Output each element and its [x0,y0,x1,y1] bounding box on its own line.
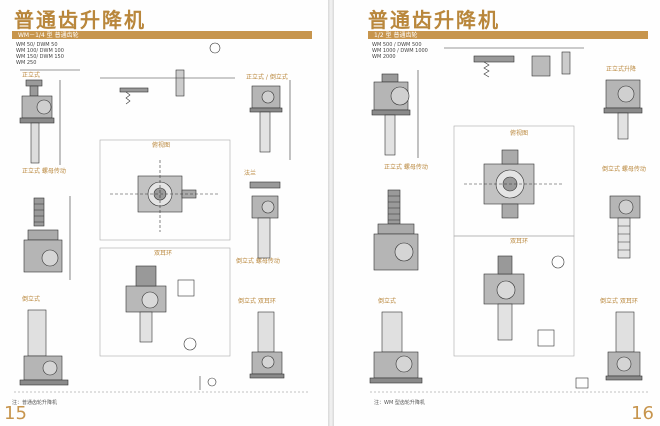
right-jack-inverted [369,311,423,384]
right-jack-inverted-nut [609,195,641,259]
left-label-vertical: 正立式 [22,72,41,79]
left-gearbox-top-view [110,160,220,232]
right-label-vertical: 正立式升降 [606,66,637,73]
left-page-title: 普通齿升降机 [14,8,146,32]
right-footnote: 注：WM 型齿轮升降机 [374,400,425,406]
page-gutter [328,0,334,426]
right-label-inverted-double: 倒立式 双耳环 [600,298,638,305]
right-label-clevis: 双耳环 [510,238,529,245]
left-jack-right-upright [249,80,291,160]
right-label-top-view: 俯视图 [510,130,529,137]
right-jack-right-upright [603,79,643,140]
right-model-1: WM 500 / DWM 500 [372,42,422,48]
left-section-bar: WM－1/4 型 普通齿轮 [12,31,312,39]
left-footnote: 注：普通齿轮升降机 [12,400,58,406]
right-jack-upright [371,70,419,158]
left-model-3: WM 150/ DWM 150 [16,54,64,60]
right-jack-clevis [483,255,565,347]
right-technical-drawings [369,47,650,393]
left-label-vertical-nut: 正立式 螺母传动 [22,168,66,175]
left-jack-flange [249,181,281,259]
right-label-inverted-nut: 倒立式 螺母传动 [602,166,646,173]
right-label-inverted: 倒立式 [378,298,397,305]
left-label-side-view: 俯视图 [152,142,171,149]
left-label-double-clevis: 双耳环 [154,250,173,257]
left-label-inverted-double: 倒立式 双耳环 [238,298,276,305]
left-jack-inverted [19,309,69,386]
left-screw-detail [100,42,235,105]
right-screw-detail [444,47,584,78]
left-jack-upright [19,69,80,165]
right-page-number: 16 [631,403,654,424]
right-model-2: WM 1000 / DWM 1000 [372,48,428,54]
left-label-front-view: 正立式 / 倒立式 [246,74,288,81]
left-model-1: WM 50/ DWM 50 [16,42,58,48]
left-technical-drawings [14,42,310,393]
right-page-title: 普通齿升降机 [368,8,500,32]
left-jack-nut-drive [23,196,71,280]
right-gearbox-top-view [464,149,564,219]
right-page: 普通齿升降机 1/2 型 普通齿轮 WM 500 / DWM 500 WM 10… [334,0,660,426]
left-label-inverted-nut: 倒立式 螺母传动 [236,258,280,265]
left-jack-inverted-double [249,311,285,379]
left-label-flange: 法兰 [244,170,257,177]
right-section-bar: 1/2 型 普通齿轮 [368,31,648,39]
left-model-2: WM 100/ DWM 100 [16,48,64,54]
left-model-list: WM 50/ DWM 50 WM 100/ DWM 100 WM 150/ DW… [16,42,64,66]
right-model-list: WM 500 / DWM 500 WM 1000 / DWM 1000 WM 2… [372,42,428,60]
left-jack-double-clevis [125,265,197,351]
right-jack-nut-drive [373,189,419,271]
right-jack-inverted-double [605,311,643,381]
left-label-inverted: 倒立式 [22,296,41,303]
right-label-vertical-nut: 正立式 螺母传动 [384,164,428,171]
left-model-4: WM 250 [16,60,37,66]
left-page: 普通齿升降机 WM－1/4 型 普通齿轮 WM 50/ DWM 50 WM 10… [0,0,328,426]
right-section-bar-text: 1/2 型 普通齿轮 [374,32,418,39]
right-model-3: WM 2000 [372,54,396,60]
left-page-number: 15 [4,403,27,424]
left-section-bar-text: WM－1/4 型 普通齿轮 [18,32,79,39]
